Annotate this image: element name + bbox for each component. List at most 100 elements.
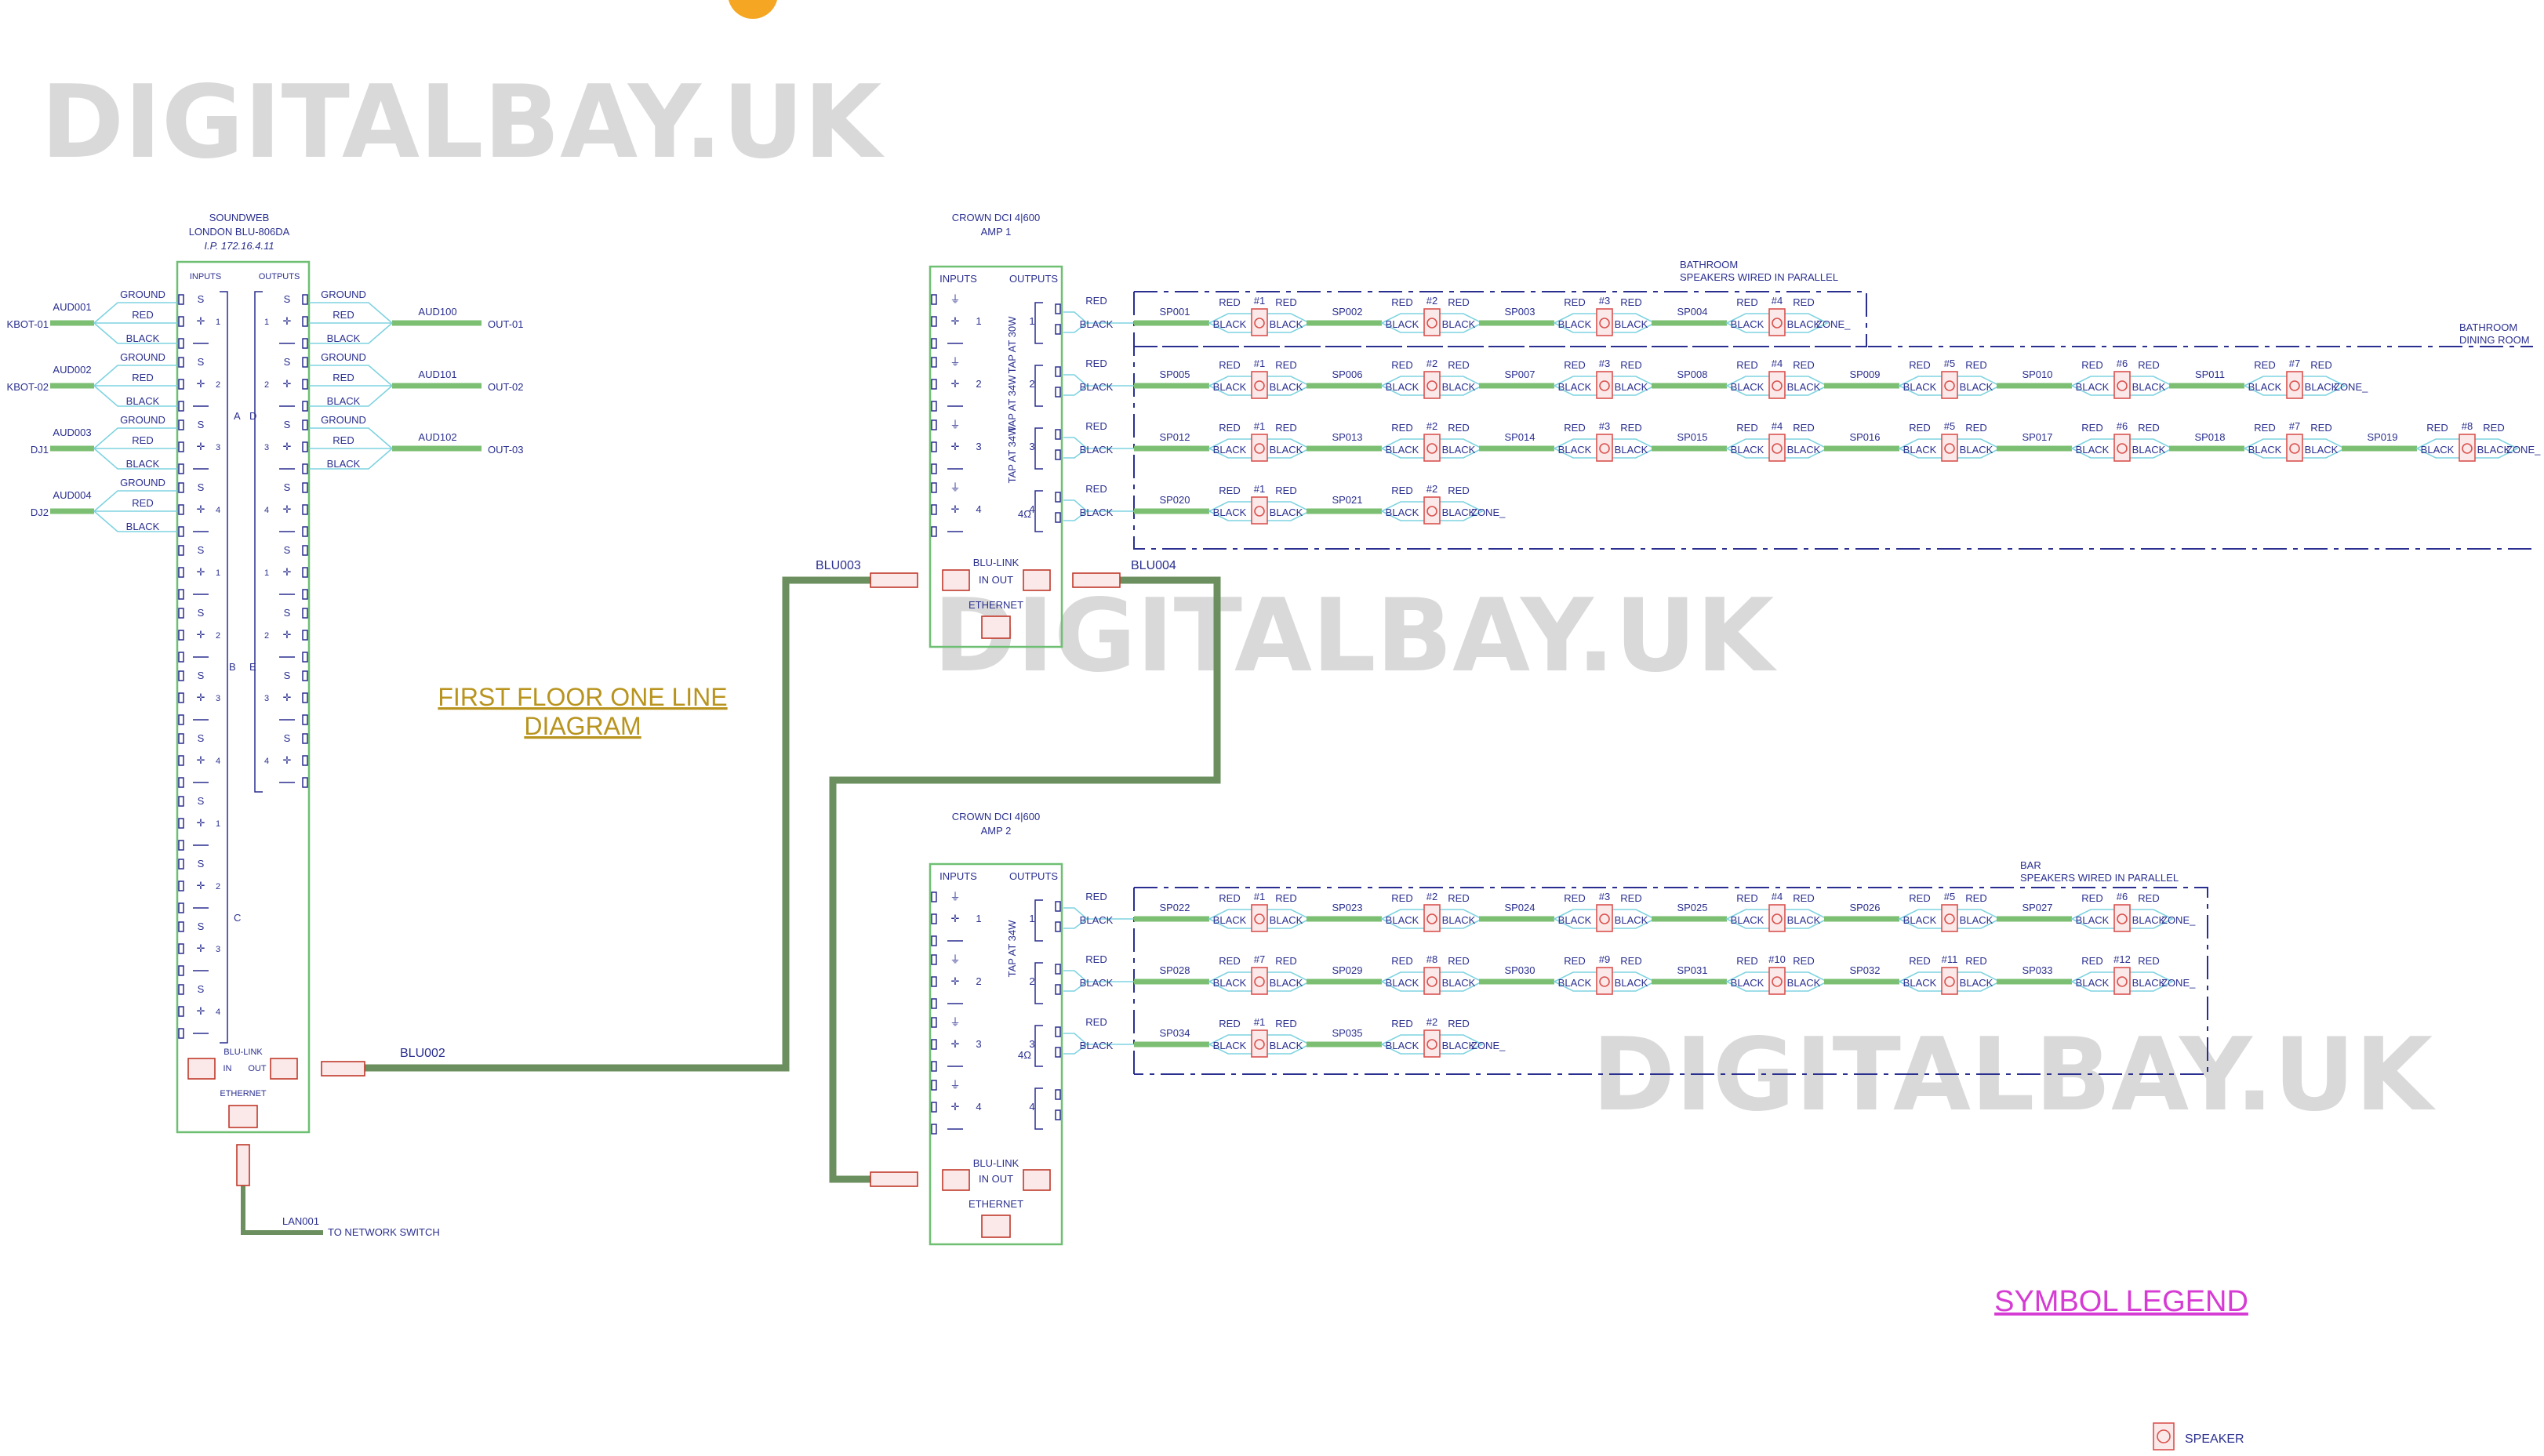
speaker-cable-label: SP021 [1332, 494, 1362, 506]
wire-black-label: BLACK [1080, 507, 1114, 518]
speaker-icon [1941, 967, 1958, 995]
zone-label: ZONE_ [1471, 507, 1506, 518]
wire-black-label: BLACK [2076, 444, 2110, 456]
speaker-icon [1251, 496, 1268, 525]
amp-out-terminal [1055, 901, 1061, 912]
wire-red-label: RED [1085, 483, 1107, 495]
wire-black-label: BLACK [1903, 444, 1937, 456]
amp-in-terminal [931, 935, 937, 946]
sw-in-terminal [178, 379, 184, 390]
amp-out-terminal [1055, 1109, 1061, 1120]
speaker-icon [1251, 434, 1268, 462]
wire-black-label: BLACK [1558, 381, 1592, 393]
cable-label-blu002: BLU002 [400, 1047, 445, 1060]
wire-black-label: BLACK [1270, 381, 1303, 393]
wire-red-label: RED [1219, 422, 1240, 434]
speaker-number-label: #1 [1254, 358, 1265, 369]
wire-red-label: RED [1736, 296, 1757, 308]
amp-out-terminal [1055, 1026, 1061, 1037]
amp-out-terminal [1055, 1047, 1061, 1058]
wire-red-label: RED [1793, 359, 1814, 371]
wire-black-label: BLACK [1558, 444, 1592, 456]
sw-in-terminal [178, 338, 184, 349]
sw-in-plus-icon: ✛ [197, 503, 205, 515]
wire-red-label: RED [1391, 892, 1412, 904]
speaker-number-label: #8 [2462, 420, 2473, 432]
cable-label-blu003: BLU003 [816, 559, 861, 572]
wire-red-label: RED [1965, 422, 1986, 434]
sw-in-terminal [178, 984, 184, 995]
speaker-breakout [2070, 971, 2174, 992]
wire-black-label: BLACK [1442, 507, 1476, 518]
sw-out-terminal [302, 401, 308, 412]
wire-red-label: RED [1448, 296, 1469, 308]
sw-in-terminal [178, 419, 184, 430]
sw-in-terminal [178, 589, 184, 600]
amp-in-terminal [931, 1080, 937, 1091]
bank-letter-e: E [249, 661, 256, 673]
sw-out-terminal [302, 652, 308, 663]
speaker-number-label: #3 [1599, 420, 1610, 432]
speaker-cable-label: SP009 [1849, 369, 1880, 380]
wire-black-label: BLACK [1386, 444, 1419, 456]
sw-out-ch-num: 4 [264, 757, 269, 766]
amp-plus-icon: ✛ [951, 503, 960, 515]
sw-out-plus-icon: ✛ [283, 441, 292, 452]
wire-red-label: RED [2081, 955, 2102, 967]
sw-in-s: S [198, 419, 205, 430]
wire-red-label: RED [1909, 892, 1930, 904]
wire-black-label: BLACK [1270, 318, 1303, 330]
wire-red-label: RED [333, 372, 354, 383]
wire-black-label: BLACK [2076, 977, 2110, 989]
speaker-number-label: #7 [2289, 420, 2300, 432]
speaker-icon [2459, 434, 2476, 462]
speaker-icon [1596, 434, 1613, 462]
soundweb-label-2: LONDON BLU-806DA [189, 226, 290, 238]
wire-red-label: RED [1965, 955, 1986, 967]
sw-out-terminal [302, 294, 308, 305]
wire-black-label: BLACK [1080, 444, 1114, 456]
speaker-cable-label: SP026 [1849, 902, 1880, 913]
wire-black-label: BLACK [1442, 318, 1476, 330]
wire-black-label: BLACK [2132, 381, 2166, 393]
soundweb-label-1: SOUNDWEB [209, 212, 270, 223]
wire-black-label: BLACK [1213, 381, 1247, 393]
amp-out-terminal [1055, 366, 1061, 377]
wire-black-label: BLACK [1615, 318, 1648, 330]
wire-red-label: RED [333, 309, 354, 321]
speaker-icon [1768, 967, 1786, 995]
sw-in-plus-icon: ✛ [197, 880, 205, 891]
wire-red-label: RED [1085, 295, 1107, 307]
wire-red-label: RED [2310, 422, 2331, 434]
wire-black-label: BLACK [1903, 381, 1937, 393]
amp-ground-icon: ⏚ [950, 891, 960, 902]
sw-out-s: S [284, 419, 291, 430]
input-source-label: DJ1 [31, 444, 49, 456]
wire-black-label: BLACK [1080, 381, 1114, 393]
amp-in-terminal [931, 1039, 937, 1050]
amp-out-terminal [1055, 324, 1061, 335]
amp1-tap-2: TAP AT 34W [1006, 375, 1018, 432]
speaker-cable-label: SP012 [1159, 431, 1190, 443]
wire-red-label: RED [1085, 891, 1107, 902]
sw-out-terminal [302, 419, 308, 430]
speaker-cable-label: SP007 [1504, 369, 1535, 380]
sw-in-terminal [178, 921, 184, 932]
sw-in-plus-icon: ✛ [197, 817, 205, 829]
amp2-ohm-label: 4Ω [1018, 1049, 1031, 1061]
wire-red-label: RED [2254, 359, 2275, 371]
speaker-cable-label: SP001 [1159, 306, 1190, 318]
sw-in-s: S [198, 920, 205, 932]
amp-in-ch-num: 1 [976, 315, 981, 327]
speaker-icon [2286, 434, 2303, 462]
output-breakout [309, 365, 393, 407]
wire-red-label: RED [2081, 892, 2102, 904]
sw-in-terminal [178, 1028, 184, 1039]
speaker-number-label: #3 [1599, 358, 1610, 369]
wire-black-label: BLACK [126, 458, 160, 470]
wire-black-label: BLACK [2477, 444, 2511, 456]
wire-red-label: RED [1085, 953, 1107, 965]
wire-red-label: RED [132, 497, 153, 509]
amp1-right-note-1: BATHROOM [2459, 321, 2517, 333]
input-cable-label: AUD004 [53, 489, 91, 501]
